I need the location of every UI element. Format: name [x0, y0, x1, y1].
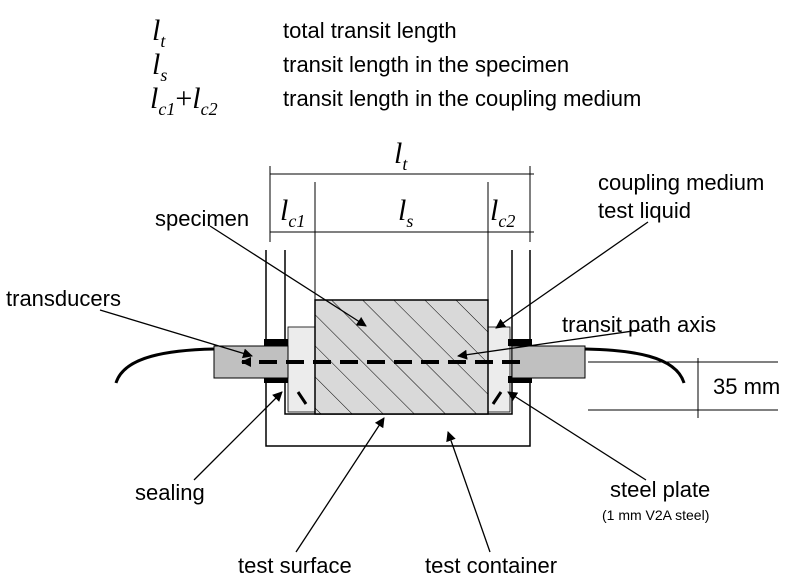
label-test-container: test container [425, 553, 557, 578]
legend-symbol-lc: lc1+lc2 [150, 82, 218, 119]
specimen [314, 299, 489, 415]
legend-symbol-lt: lt [152, 14, 166, 51]
left-cable [114, 347, 215, 384]
label-transit-path-axis: transit path axis [562, 312, 716, 337]
dimension-lines [269, 166, 778, 418]
label-steel-plate: steel plate [610, 477, 710, 502]
label-test-surface: test surface [238, 553, 352, 578]
label-sealing: sealing [135, 480, 205, 505]
coupling-liquid-right [487, 326, 511, 413]
label-coupling-medium: coupling medium [598, 170, 764, 195]
dimension-lc1: lc1 [280, 194, 305, 231]
label-specimen: specimen [155, 206, 249, 231]
dimension-lc2: lc2 [490, 194, 515, 231]
legend-symbol-ls: ls [152, 48, 167, 85]
sealing-detail-strokes [296, 391, 503, 405]
legend-desc-lc: transit length in the coupling medium [283, 86, 641, 111]
label-test-liquid: test liquid [598, 198, 691, 223]
legend-row-lt: lt total transit length [152, 14, 457, 51]
dimension-ls: ls [398, 194, 413, 231]
dimension-lt: lt [394, 137, 408, 174]
legend-row-lc: lc1+lc2 transit length in the coupling m… [150, 82, 641, 119]
legend-desc-ls: transit length in the specimen [283, 52, 569, 77]
label-steel-plate-note: (1 mm V2A steel) [602, 507, 709, 523]
legend-row-ls: ls transit length in the specimen [152, 48, 569, 85]
transducer-right [511, 345, 586, 379]
legend: lt total transit length ls transit lengt… [150, 14, 641, 119]
dimension-height-label: 35 mm [713, 374, 780, 399]
label-transducers: transducers [6, 286, 121, 311]
legend-desc-lt: total transit length [283, 18, 457, 43]
sealing-rings [264, 339, 532, 383]
right-cable [584, 347, 686, 384]
leader-arrows [99, 221, 649, 553]
